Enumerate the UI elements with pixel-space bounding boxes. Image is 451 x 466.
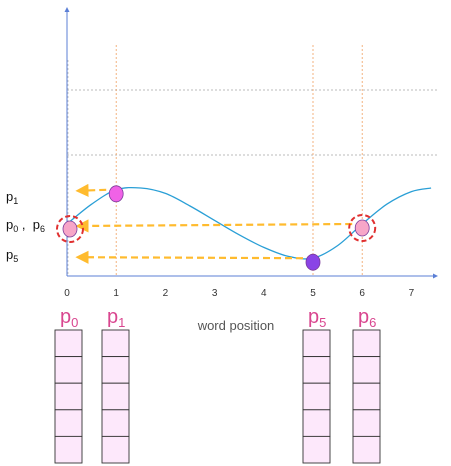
vector-label-p6: p6: [358, 306, 376, 330]
vector-cell: [352, 356, 381, 384]
x-tick-4: 4: [261, 288, 267, 299]
vector-cell: [352, 329, 381, 358]
vector-cell: [302, 356, 331, 384]
arrow-p5: [75, 250, 304, 264]
x-tick-5: 5: [310, 288, 316, 299]
arrow-p1: [75, 183, 107, 198]
x-tick-0: 0: [64, 288, 70, 299]
x-tick-1: 1: [113, 288, 119, 299]
vector-cell: [302, 329, 331, 358]
x-tick-7: 7: [409, 288, 415, 299]
marker-ring-3: [348, 214, 377, 242]
vector-cell: [101, 356, 130, 384]
vector-cell: [54, 356, 83, 384]
vector-cell: [352, 382, 381, 411]
point-labels: p1 p0 , p6 p5: [6, 189, 45, 264]
vector-cell: [101, 435, 130, 464]
marker-point-3: [354, 219, 370, 237]
grid: [67, 89, 437, 156]
x-tick-labels: 0 1 2 3 4 5 6 7: [64, 288, 414, 299]
vector-cell: [302, 435, 331, 464]
vector-cell: [54, 382, 83, 411]
x-tick-6: 6: [359, 288, 365, 299]
vector-cell: [101, 382, 130, 411]
guide-lines: [67, 45, 363, 276]
marker-point-2: [305, 253, 321, 271]
vector-p5: p5: [302, 306, 331, 464]
vector-cell: [101, 329, 130, 358]
vector-cell: [352, 435, 381, 464]
projection-arrows: [75, 183, 353, 264]
marker-ring-0: [56, 215, 84, 243]
position-markers: [56, 185, 377, 271]
label-p1: p1: [6, 189, 18, 206]
marker-point-0: [62, 220, 78, 238]
vector-cell: [101, 409, 130, 437]
vector-cell: [54, 409, 83, 437]
vector-cell: [302, 382, 331, 411]
x-axis-title: word position: [197, 318, 275, 333]
embedding-vectors: p0 p1 p5 p6: [54, 306, 381, 464]
vector-p1: p1: [101, 306, 130, 464]
marker-point-1: [108, 185, 124, 203]
vector-cell: [352, 409, 381, 437]
x-tick-3: 3: [212, 288, 218, 299]
vector-label-p0: p0: [60, 306, 78, 330]
vector-cell: [302, 409, 331, 437]
x-tick-2: 2: [163, 288, 169, 299]
vector-cell: [54, 435, 83, 464]
label-p5: p5: [6, 247, 18, 264]
vector-cell: [54, 329, 83, 358]
vector-p6: p6: [352, 306, 381, 464]
arrow-p6: [75, 219, 353, 233]
vector-label-p1: p1: [107, 306, 125, 330]
vector-label-p5: p5: [308, 306, 326, 330]
label-p0-p6: p0 , p6: [6, 217, 45, 234]
sinusoid-curve: [66, 186, 432, 260]
vector-p0: p0: [54, 306, 83, 464]
